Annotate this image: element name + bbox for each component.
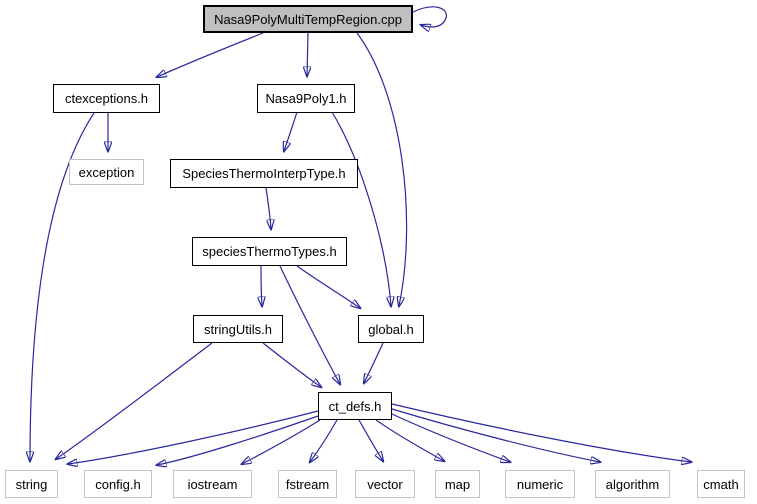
node-label: Nasa9PolyMultiTempRegion.cpp [214, 11, 402, 27]
edge-speciesthermotypes-to-global [296, 265, 360, 308]
node-nasa9poly1-h[interactable]: Nasa9Poly1.h [257, 84, 355, 113]
node-label: SpeciesThermoInterpType.h [182, 166, 346, 181]
node-numeric: numeric [505, 470, 575, 498]
edge-ctdefs-to-config [157, 415, 319, 465]
edge-ctdefs-to-iostream [242, 419, 321, 464]
node-label: ctexceptions.h [64, 91, 149, 106]
edge-speciesthermointerptype-to-speciesthermotypes [265, 187, 271, 229]
node-stringutils-h[interactable]: stringUtils.h [193, 315, 283, 343]
edge-speciesthermotypes-to-ctdefs [279, 265, 340, 384]
node-label: map [444, 476, 471, 492]
edge-global-to-ctdefs [364, 342, 384, 383]
node-label: algorithm [605, 476, 660, 492]
edge-ctdefs-to-vector [358, 419, 383, 461]
node-label: stringUtils.h [204, 321, 272, 337]
edge-ctexceptions-to-string [30, 112, 95, 461]
node-exception: exception [69, 159, 144, 185]
edge-ctdefs-to-map [375, 419, 444, 461]
node-vector: vector [355, 470, 415, 498]
node-label: exception [78, 164, 135, 180]
node-fstream: fstream [278, 470, 337, 498]
node-ct-defs-h[interactable]: ct_defs.h [318, 392, 392, 420]
node-label: vector [367, 476, 403, 492]
edge-ctdefs-to-numeric [391, 413, 510, 462]
edge-cpp-to-ctexceptions [157, 32, 264, 77]
node-label: config.h [95, 476, 141, 492]
node-map: map [435, 470, 480, 498]
edge-nasa9poly1-to-global [331, 111, 391, 306]
node-ctexceptions-h[interactable]: ctexceptions.h [53, 84, 160, 113]
node-label: numeric [516, 476, 564, 492]
node-label: cmath [703, 476, 739, 492]
edge-cpp-self-loop [412, 6, 447, 27]
edge-ctdefs-to-fstream [310, 419, 338, 462]
edge-stringutils-to-string [56, 342, 213, 459]
node-global-h[interactable]: global.h [358, 315, 424, 343]
node-label: global.h [368, 321, 414, 337]
node-label: Nasa9Poly1.h [265, 91, 347, 106]
node-label: string [15, 476, 48, 492]
node-speciesthermotypes-h[interactable]: speciesThermoTypes.h [192, 237, 347, 266]
node-label: fstream [285, 476, 330, 492]
edge-nasa9poly1-to-speciesthermointerptype [284, 111, 298, 151]
node-iostream: iostream [173, 470, 252, 498]
edge-speciesthermotypes-to-stringutils [261, 265, 262, 306]
edge-cpp-to-nasa9poly1 [307, 32, 308, 76]
edge-cpp-to-global [356, 32, 408, 306]
node-nasa9polymultitempregion-cpp: Nasa9PolyMultiTempRegion.cpp [203, 5, 413, 33]
node-speciesthermointerptype-h[interactable]: SpeciesThermoInterpType.h [170, 159, 358, 188]
node-cmath: cmath [697, 470, 745, 498]
edge-ctdefs-to-algorithm [391, 408, 600, 462]
node-label: ct_defs.h [328, 398, 382, 414]
node-label: iostream [187, 476, 238, 492]
edge-ctdefs-to-cmath [391, 403, 691, 462]
node-string: string [5, 470, 58, 498]
node-label: speciesThermoTypes.h [202, 244, 337, 259]
node-config-h: config.h [84, 470, 152, 498]
node-algorithm: algorithm [595, 470, 670, 498]
edge-ctdefs-to-string [68, 410, 319, 464]
edge-stringutils-to-ctdefs [262, 342, 321, 387]
